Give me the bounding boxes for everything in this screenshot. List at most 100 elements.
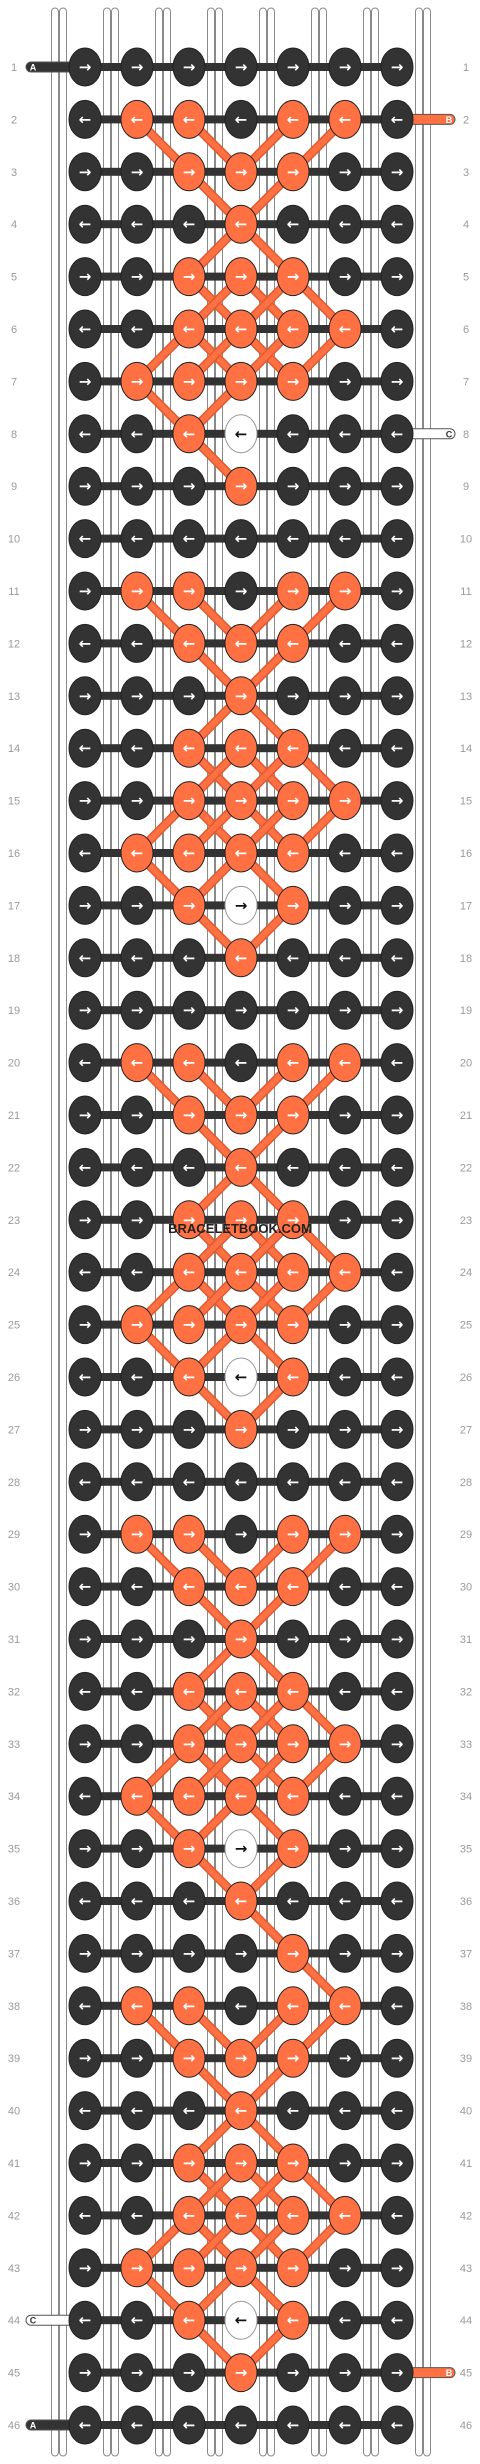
knot: [276, 1567, 310, 1607]
knot: [68, 2405, 102, 2445]
arrow-right-icon: →: [79, 1106, 92, 1124]
knot: [172, 676, 206, 716]
knot: [172, 204, 206, 244]
knot: [68, 1619, 102, 1659]
knot: [68, 204, 102, 244]
knot: [328, 833, 362, 873]
row-number-left: 12: [8, 638, 20, 650]
knot: [380, 1829, 414, 1869]
arrow-right-icon: →: [79, 2259, 92, 2277]
arrow-left-icon: ←: [235, 1997, 248, 2015]
arrow-left-icon: ←: [79, 2416, 92, 2434]
knot: [276, 1619, 310, 1659]
arrow-left-icon: ←: [287, 1682, 300, 1700]
arrow-left-icon: ←: [391, 949, 404, 967]
arrow-left-icon: ←: [183, 739, 196, 757]
knot: [68, 1357, 102, 1397]
arrow-right-icon: →: [131, 1944, 144, 1962]
knot: [276, 466, 310, 506]
row-number-right: 36: [460, 1896, 472, 1908]
arrow-right-icon: →: [79, 1735, 92, 1753]
knot: [224, 2195, 258, 2235]
arrow-right-icon: →: [79, 1525, 92, 1543]
knot: [172, 2091, 206, 2131]
arrow-left-icon: ←: [79, 1578, 92, 1596]
knot: [120, 676, 154, 716]
arrow-right-icon: →: [287, 1630, 300, 1648]
arrow-right-icon: →: [183, 1525, 196, 1543]
arrow-left-icon: ←: [235, 1682, 248, 1700]
arrow-right-icon: →: [391, 1735, 404, 1753]
arrow-right-icon: →: [183, 163, 196, 181]
arrow-left-icon: ←: [131, 634, 144, 652]
knot: [276, 1776, 310, 1816]
arrow-right-icon: →: [391, 2049, 404, 2067]
knot: [120, 2353, 154, 2393]
arrow-left-icon: ←: [287, 1263, 300, 1281]
arrow-left-icon: ←: [287, 949, 300, 967]
arrow-right-icon: →: [287, 372, 300, 390]
knot: [68, 2300, 102, 2340]
strand-letter: C: [30, 2316, 37, 2326]
row-number-left: 42: [8, 2210, 20, 2222]
arrow-right-icon: →: [131, 372, 144, 390]
knot: [120, 2143, 154, 2183]
knot: [328, 2300, 362, 2340]
knot: [172, 466, 206, 506]
arrow-right-icon: →: [131, 2259, 144, 2277]
arrow-left-icon: ←: [183, 844, 196, 862]
arrow-right-icon: →: [339, 2049, 352, 2067]
arrow-left-icon: ←: [131, 1054, 144, 1072]
arrow-right-icon: →: [79, 1944, 92, 1962]
knot: [68, 2248, 102, 2288]
arrow-left-icon: ←: [235, 1473, 248, 1491]
knot: [120, 1567, 154, 1607]
knot: [276, 519, 310, 559]
knot: [380, 1567, 414, 1607]
arrow-left-icon: ←: [235, 634, 248, 652]
arrow-right-icon: →: [339, 2259, 352, 2277]
arrow-left-icon: ←: [391, 1158, 404, 1176]
arrow-left-icon: ←: [131, 1997, 144, 2015]
knot: [172, 1200, 206, 1240]
knot: [380, 1409, 414, 1449]
arrow-left-icon: ←: [79, 739, 92, 757]
knot: [120, 623, 154, 663]
arrow-right-icon: →: [79, 268, 92, 286]
knot: [224, 1252, 258, 1292]
arrow-left-icon: ←: [339, 1682, 352, 1700]
row-number-left: 11: [8, 586, 19, 598]
arrow-left-icon: ←: [391, 110, 404, 128]
arrow-left-icon: ←: [79, 425, 92, 443]
knot: [276, 309, 310, 349]
knot: [120, 1043, 154, 1083]
knot: [224, 676, 258, 716]
arrow-right-icon: →: [391, 582, 404, 600]
arrow-right-icon: →: [183, 2049, 196, 2067]
knot: [380, 1933, 414, 1973]
knot: [276, 728, 310, 768]
knot: [224, 47, 258, 87]
row-number-right: 29: [460, 1529, 472, 1541]
knot: [120, 990, 154, 1030]
knot: [224, 1671, 258, 1711]
arrow-left-icon: ←: [287, 844, 300, 862]
knot: [120, 1881, 154, 1921]
strand-letter: B: [446, 2368, 453, 2378]
arrow-right-icon: →: [391, 1316, 404, 1334]
knot: [68, 2091, 102, 2131]
arrow-right-icon: →: [339, 792, 352, 810]
arrow-right-icon: →: [183, 1316, 196, 1334]
arrow-left-icon: ←: [131, 110, 144, 128]
arrow-left-icon: ←: [235, 1578, 248, 1596]
row-number-right: 10: [460, 534, 472, 546]
knot: [276, 2143, 310, 2183]
row-number-right: 45: [460, 2368, 472, 2380]
knot: [68, 1724, 102, 1764]
strand-letter: C: [446, 429, 453, 439]
arrow-left-icon: ←: [339, 949, 352, 967]
arrow-right-icon: →: [287, 2154, 300, 2172]
knot: [276, 885, 310, 925]
arrow-right-icon: →: [183, 58, 196, 76]
knot: [380, 571, 414, 611]
